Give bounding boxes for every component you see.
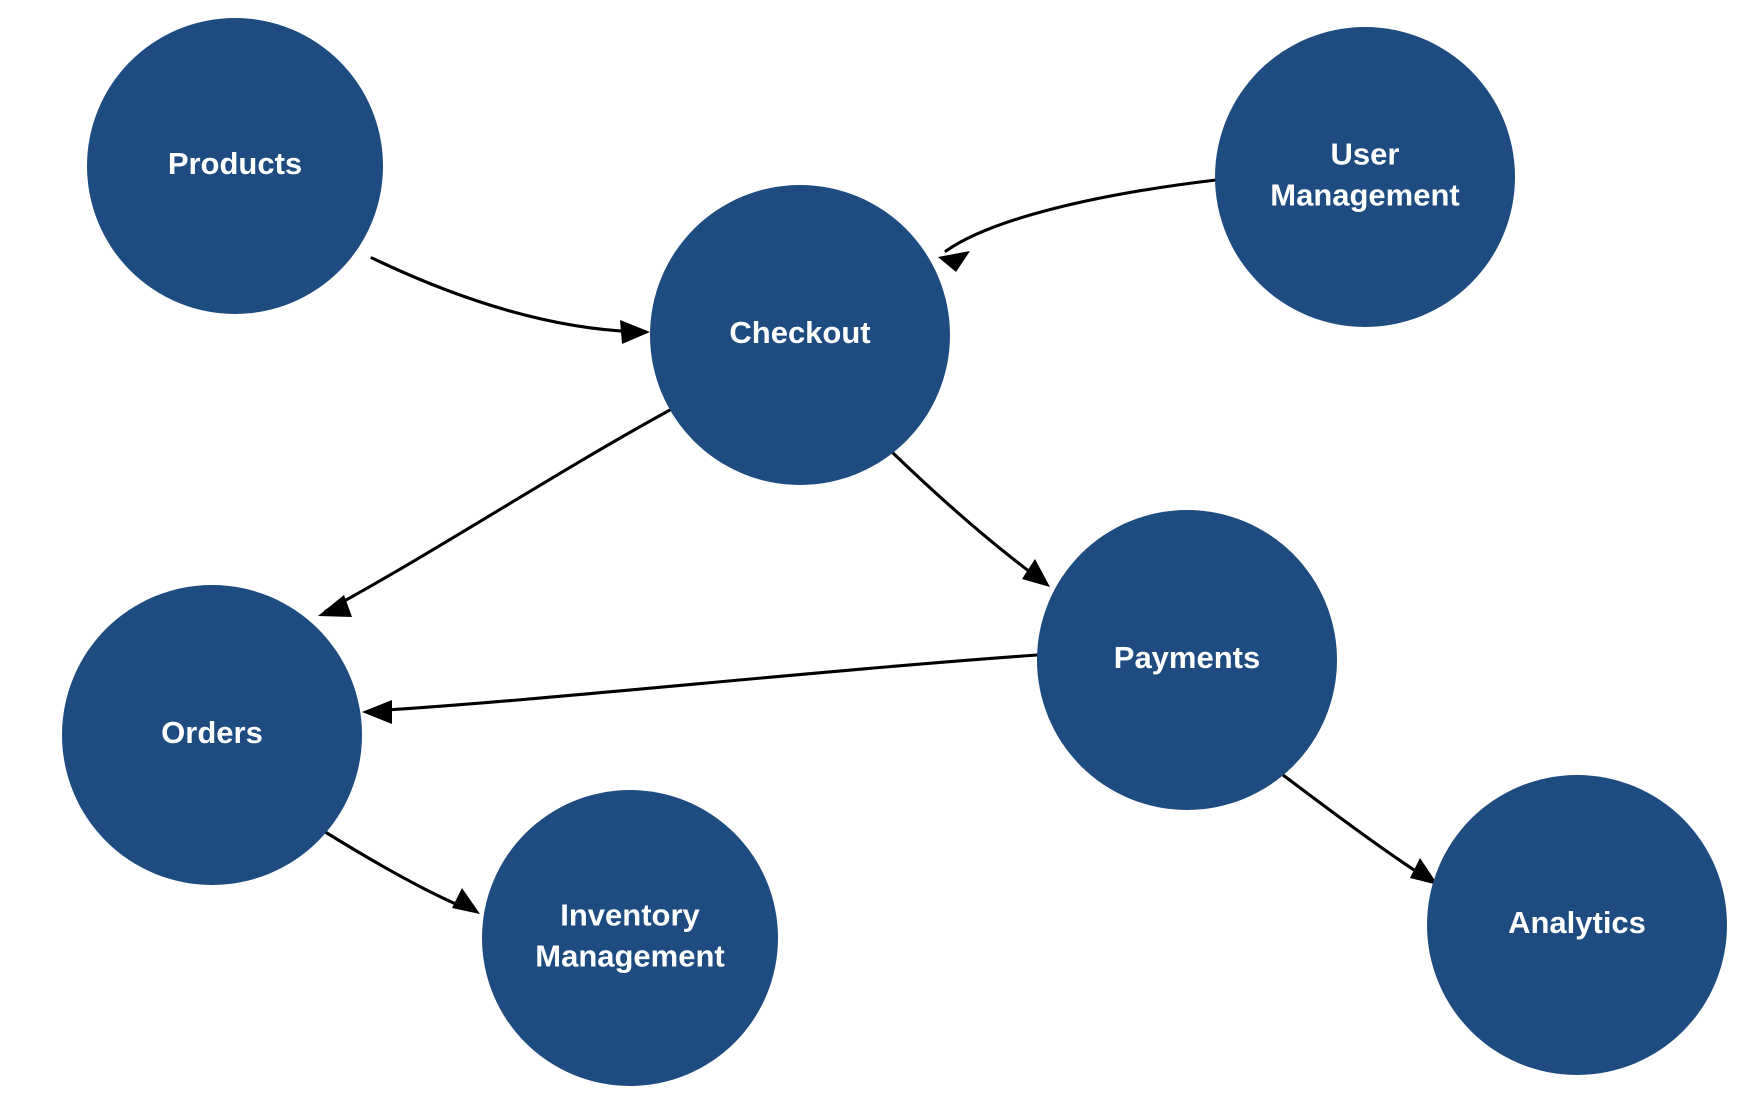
edge-orders-to-inventory-management[interactable] <box>320 828 480 914</box>
arrowhead-icon <box>318 595 352 617</box>
edge-line <box>1281 773 1430 881</box>
edge-line <box>891 451 1044 583</box>
node-orders[interactable]: Orders <box>62 585 362 885</box>
arrowhead-icon <box>1022 559 1050 587</box>
arrowhead-icon <box>938 251 970 272</box>
arrowhead-icon <box>452 888 480 914</box>
edge-user-management-to-checkout[interactable] <box>938 178 1218 272</box>
arrowhead-icon <box>620 320 650 344</box>
edge-line <box>320 828 472 912</box>
arrowhead-icon <box>1410 858 1438 885</box>
edge-line <box>944 178 1218 253</box>
edge-checkout-to-payments[interactable] <box>891 451 1050 587</box>
node-shape[interactable] <box>1215 27 1515 327</box>
edge-line <box>370 256 644 334</box>
edge-line <box>324 408 672 613</box>
node-shape[interactable] <box>482 790 778 1086</box>
edge-line <box>370 653 1039 713</box>
node-shape[interactable] <box>87 18 383 314</box>
node-payments[interactable]: Payments <box>1037 510 1337 810</box>
node-products[interactable]: Products <box>87 18 383 314</box>
edge-products-to-checkout[interactable] <box>370 256 650 344</box>
edges-layer <box>318 178 1438 914</box>
edge-payments-to-analytics[interactable] <box>1281 773 1438 885</box>
node-shape[interactable] <box>650 185 950 485</box>
edge-payments-to-orders[interactable] <box>362 653 1039 724</box>
arrowhead-icon <box>362 700 392 724</box>
node-shape[interactable] <box>1037 510 1337 810</box>
node-checkout[interactable]: Checkout <box>650 185 950 485</box>
edge-checkout-to-orders[interactable] <box>318 408 672 617</box>
node-shape[interactable] <box>62 585 362 885</box>
node-shape[interactable] <box>1427 775 1727 1075</box>
node-analytics[interactable]: Analytics <box>1427 775 1727 1075</box>
